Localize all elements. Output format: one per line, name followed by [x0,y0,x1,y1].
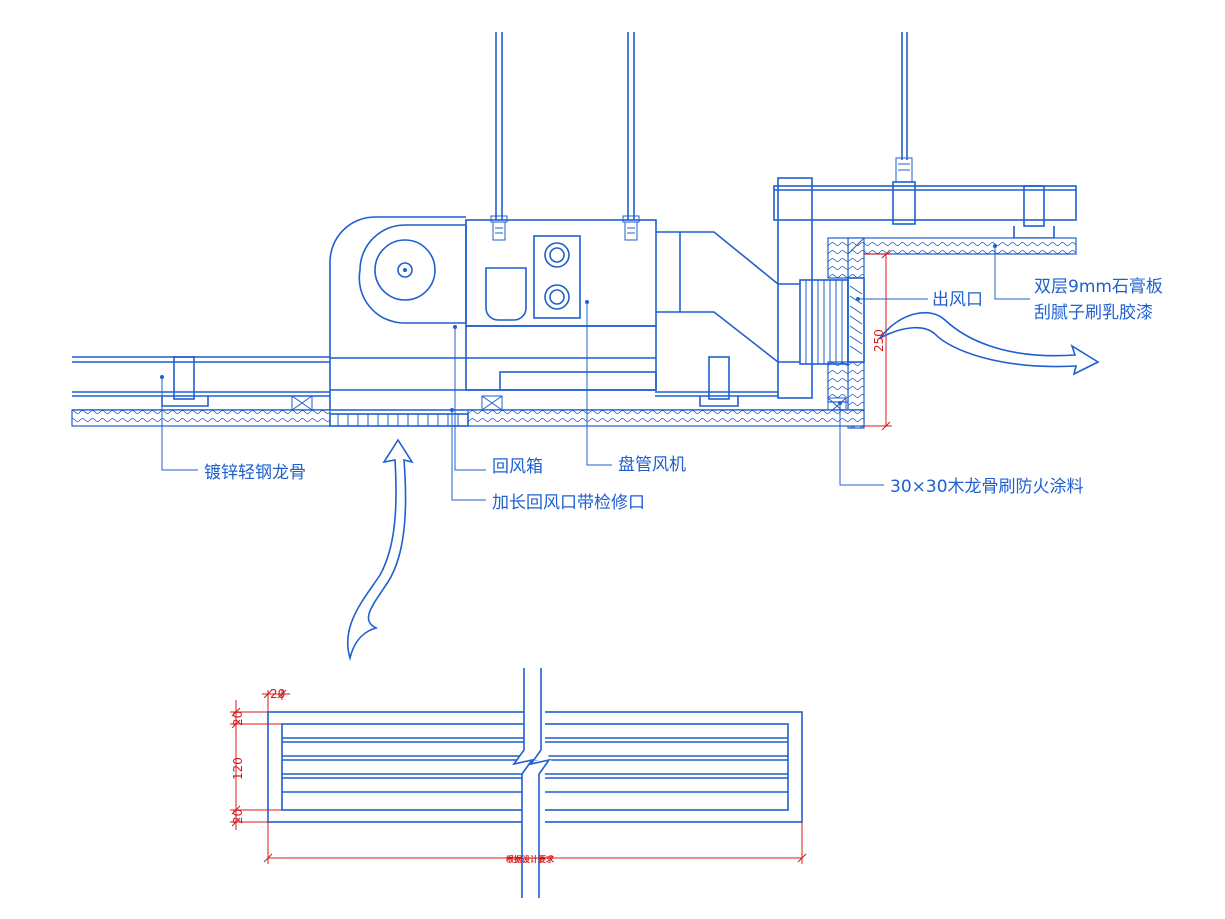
dimension-250 [864,249,892,431]
hanger-rods [490,32,913,241]
gypsum-label-line1: 双层9mm石膏板 [1034,276,1163,297]
leaders [160,244,1030,501]
fan-coil-unit [329,216,849,410]
main-ceiling [71,356,865,427]
grille-dimensions [230,689,807,864]
supply-airflow-arrow [879,312,1100,376]
dim-mid-120: 120 [231,757,245,780]
dim-left-20: 20 [270,687,285,701]
return-airflow-arrow [347,438,414,662]
return-outlet-label: 加长回风口带检修口 [492,493,645,513]
right-ceiling-structure [773,177,1077,429]
fan-coil-label: 盘管风机 [618,455,686,475]
gypsum-label-line2: 刮腻子刷乳胶漆 [1034,303,1153,323]
dim-bot-20: 20 [231,809,245,824]
keel-label: 镀锌轻钢龙骨 [204,463,306,483]
air-outlet-label: 出风口 [932,290,983,310]
dim-top-20: 20 [231,711,245,726]
dim-width-note: 根据设计要求 [506,854,555,864]
dim-250-text: 250 [872,329,886,352]
wood-keel-label: 30×30木龙骨刷防火涂料 [890,477,1084,497]
return-box-label: 回风箱 [492,457,543,477]
grille-detail [267,668,803,898]
